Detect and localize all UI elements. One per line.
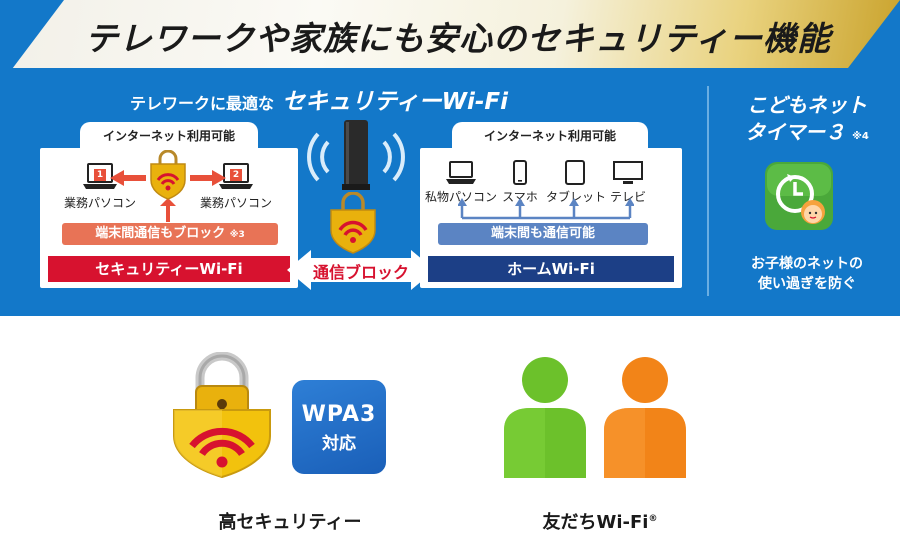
registered-mark: ® xyxy=(648,514,658,524)
panel-heading-sub: テレワークに最適な xyxy=(130,94,275,113)
tv-icon xyxy=(613,161,643,184)
block-pill-note: ※3 xyxy=(229,230,245,240)
smartphone: スマホ xyxy=(500,160,540,205)
panel-heading: テレワークに最適なセキュリティーWi-Fi xyxy=(130,82,590,116)
smartphone-icon xyxy=(513,160,527,185)
work-pc-1: 1 業務パソコン xyxy=(60,162,140,211)
work-pc-2: 2 業務パソコン xyxy=(196,162,276,211)
panel-divider xyxy=(707,86,709,296)
left-internet-tab: インターネット利用可能 xyxy=(80,122,258,150)
banner-title: テレワークや家族にも安心のセキュリティー機能 xyxy=(84,19,832,58)
device-number-badge: 2 xyxy=(230,169,242,181)
orange-person-icon xyxy=(604,357,686,478)
tablet-label: タブレット xyxy=(546,190,607,204)
personal-pc-label: 私物パソコン xyxy=(424,190,497,204)
kid-timer-description: お子様のネットの 使い過ぎを防ぐ xyxy=(722,254,892,294)
tablet: タブレット xyxy=(546,160,607,205)
large-shield-lock-icon xyxy=(173,352,271,478)
kid-timer-app-icon xyxy=(765,162,833,230)
kid-title-line1: こどもネット xyxy=(747,93,867,117)
kid-desc-line1: お子様のネットの xyxy=(751,256,863,272)
title-banner: テレワークや家族にも安心のセキュリティー機能 xyxy=(0,0,900,68)
block-between-devices-pill: 端末間通信もブロック ※3 xyxy=(62,223,278,245)
friends-wifi-label: 友だちWi-Fi® xyxy=(480,508,720,534)
communication-block-arrow: 通信ブロック xyxy=(285,248,437,292)
tablet-icon xyxy=(565,160,585,185)
kid-title-note: ※4 xyxy=(852,131,869,142)
shield-lock-icon xyxy=(330,192,376,254)
work-pc-2-label: 業務パソコン xyxy=(199,196,272,210)
wpa3-support-label: 対応 xyxy=(322,434,356,454)
wpa3-label: WPA3 xyxy=(301,402,377,427)
right-internet-tab: インターネット利用可能 xyxy=(452,122,648,150)
smartphone-label: スマホ xyxy=(502,190,538,204)
security-diagram-panel: テレワークに最適なセキュリティーWi-Fi インターネット利用可能 1 業務パソ… xyxy=(0,68,900,316)
tv-label: テレビ xyxy=(609,190,646,204)
friends-wifi-text: 友だちWi-Fi xyxy=(542,512,649,533)
laptop-icon xyxy=(446,161,476,184)
device-number-badge: 1 xyxy=(94,169,106,181)
high-security-label: 高セキュリティー xyxy=(218,512,362,533)
wpa3-badge: WPA3 対応 xyxy=(292,380,386,474)
personal-pc: 私物パソコン xyxy=(424,160,498,205)
kid-title-line2: タイマー３ xyxy=(745,120,846,144)
connection-lines-graphic xyxy=(458,198,634,220)
wifi-router-icon xyxy=(307,120,405,190)
panel-heading-main: セキュリティーWi-Fi xyxy=(282,89,509,115)
communication-block-label: 通信ブロック xyxy=(312,263,409,282)
block-pill-text: 端末間通信もブロック xyxy=(95,226,226,241)
blocked-connection-graphic xyxy=(110,170,226,222)
kid-desc-line2: 使い過ぎを防ぐ xyxy=(758,276,856,292)
kid-net-timer-title: こどもネット タイマー３ ※4 xyxy=(722,92,892,150)
double-arrow-shape xyxy=(287,250,435,290)
home-wifi-bar: ホームWi-Fi xyxy=(428,256,674,282)
tv: テレビ xyxy=(606,160,650,205)
small-shield-lock-icon xyxy=(150,150,186,200)
work-pc-1-label: 業務パソコン xyxy=(63,196,136,210)
security-wifi-bar: セキュリティーWi-Fi xyxy=(48,256,290,282)
communication-allowed-pill: 端末間も通信可能 xyxy=(438,223,648,245)
green-person-icon xyxy=(504,357,586,478)
